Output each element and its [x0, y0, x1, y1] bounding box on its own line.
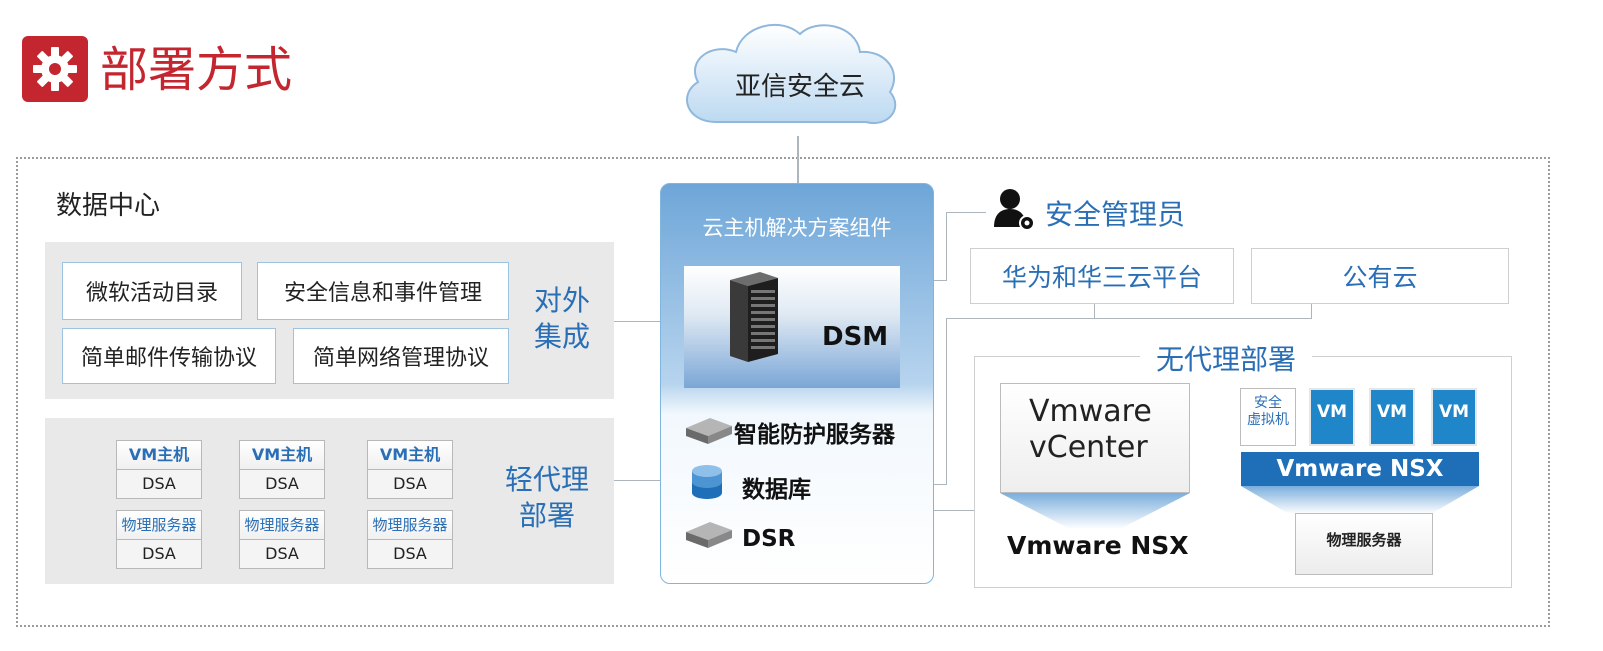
external-connector — [614, 321, 660, 322]
agent-cell-host: 物理服务器 — [240, 511, 324, 540]
vcenter-line: vCenter — [1029, 430, 1148, 465]
security-vm-box: 安全 虚拟机 — [1240, 388, 1296, 446]
platform-connector-v — [946, 318, 947, 485]
database-icon — [692, 465, 722, 499]
agent-cell-dsa: DSA — [240, 540, 324, 568]
agent-cell-dsa: DSA — [368, 540, 452, 568]
smart-protection-server-icon — [686, 418, 732, 444]
vcenter-funnel — [1000, 493, 1190, 529]
agent-cell-dsa: DSA — [117, 540, 201, 568]
platform-connector-right — [1311, 304, 1312, 319]
vm-box: VM — [1309, 388, 1355, 446]
nsx-funnel — [1241, 486, 1479, 514]
label-line: 轻代理 — [504, 463, 589, 496]
platform-box: 公有云 — [1251, 248, 1509, 304]
label-line: 部署 — [518, 499, 575, 532]
agent-cell: VM主机 DSA — [367, 440, 453, 499]
physical-server-box: 物理服务器 — [1295, 513, 1433, 575]
nsx-label: Vmware NSX — [1007, 531, 1189, 560]
external-item: 微软活动目录 — [62, 262, 242, 320]
admin-connector-top — [946, 212, 986, 213]
agent-cell-dsa: DSA — [117, 470, 201, 498]
external-item: 简单网络管理协议 — [293, 328, 509, 384]
dsm-label: DSM — [822, 322, 889, 352]
security-vm-line: 虚拟机 — [1247, 412, 1289, 428]
nsx-bar: Vmware NSX — [1241, 452, 1479, 486]
agent-cell-dsa: DSA — [240, 470, 324, 498]
admin-user-icon — [994, 189, 1035, 231]
component-label: 智能防护服务器 — [734, 422, 895, 448]
agentless-title: 无代理部署 — [1140, 338, 1313, 378]
vcenter-line: Vmware — [1029, 394, 1152, 429]
server-rack-icon — [730, 272, 778, 362]
vm-box: VM — [1431, 388, 1477, 446]
page-title: 部署方式 — [100, 42, 293, 98]
admin-label: 安全管理员 — [1045, 198, 1186, 231]
admin-connector-v — [946, 212, 947, 281]
agent-cell: VM主机 DSA — [239, 440, 325, 499]
cloud-connector — [797, 136, 799, 184]
light-agent-label: 轻代理 部署 — [502, 462, 592, 534]
label-line: 集成 — [533, 320, 590, 353]
platform-box: 华为和华三云平台 — [970, 248, 1234, 304]
agent-cell-host: VM主机 — [117, 441, 201, 470]
vcenter-box: Vmware vCenter — [1000, 383, 1190, 493]
dsm-box — [684, 266, 900, 388]
light-agent-connector — [614, 480, 660, 481]
admin-connector-h — [934, 280, 946, 281]
gear-icon — [22, 36, 88, 102]
label-line: 对外 — [533, 284, 590, 317]
component-label: 数据库 — [742, 477, 811, 503]
dsr-server-icon — [686, 522, 732, 548]
agent-cell: 物理服务器 DSA — [239, 510, 325, 569]
external-item: 简单邮件传输协议 — [62, 328, 276, 384]
cloud-label: 亚信安全云 — [734, 72, 865, 102]
datacenter-title: 数据中心 — [56, 191, 161, 221]
datacenter-frame — [16, 157, 1550, 627]
cloud-icon — [686, 24, 897, 125]
solution-title: 云主机解决方案组件 — [702, 216, 892, 240]
agent-cell: VM主机 DSA — [116, 440, 202, 499]
vm-box: VM — [1369, 388, 1415, 446]
platform-connector-h — [934, 484, 946, 485]
external-integration-label: 对外 集成 — [527, 283, 597, 355]
external-item: 安全信息和事件管理 — [257, 262, 509, 320]
agent-cell-host: 物理服务器 — [117, 511, 201, 540]
agent-cell-host: VM主机 — [240, 441, 324, 470]
agent-cell-host: 物理服务器 — [368, 511, 452, 540]
agentless-connector — [934, 510, 974, 511]
platform-connector-left — [1094, 304, 1095, 319]
component-label: DSR — [742, 526, 796, 552]
security-vm-line: 安全 — [1254, 395, 1282, 411]
agent-cell-dsa: DSA — [368, 470, 452, 498]
platform-connector-top — [946, 318, 1312, 319]
agent-cell: 物理服务器 DSA — [367, 510, 453, 569]
agent-cell-host: VM主机 — [368, 441, 452, 470]
agent-cell: 物理服务器 DSA — [116, 510, 202, 569]
